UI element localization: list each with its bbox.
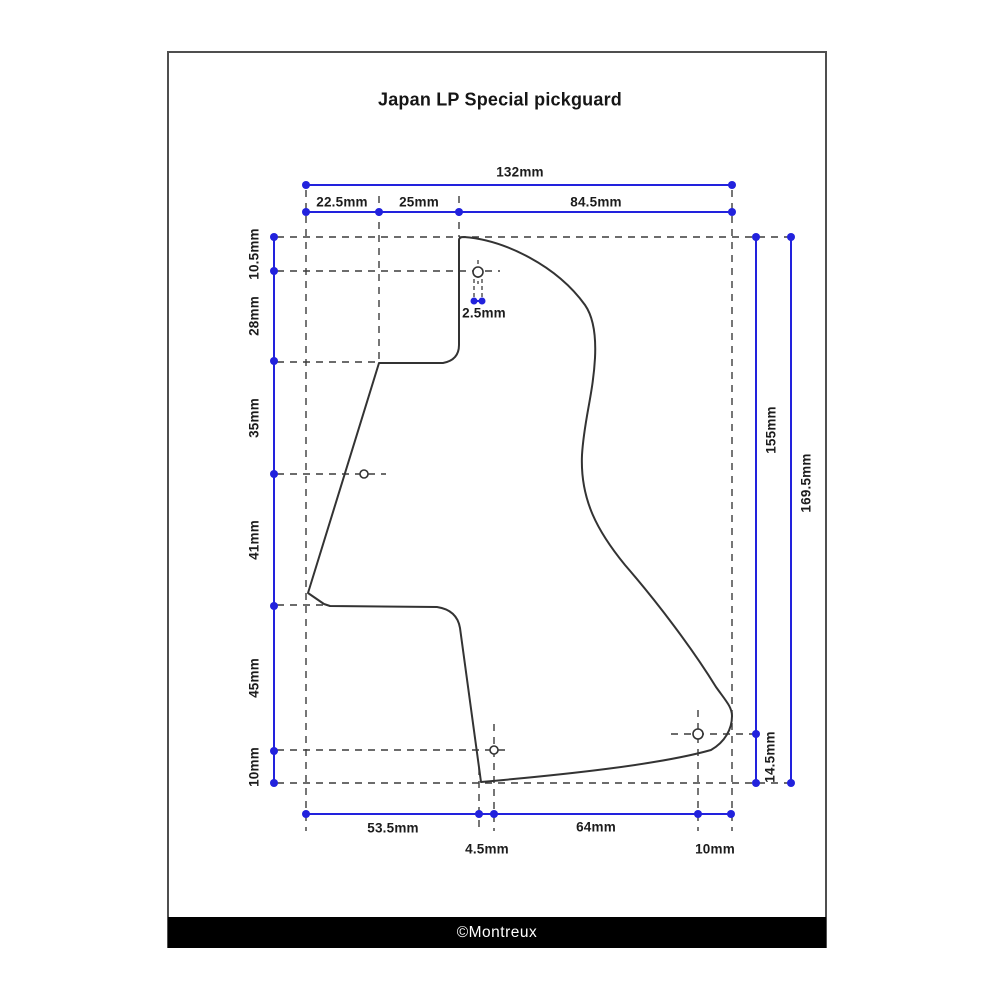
screw-hole-bottom-right [692, 728, 704, 740]
dim-dot [270, 779, 278, 787]
dim-dot [752, 779, 760, 787]
dim-label-left-1: 10.5mm [246, 228, 262, 280]
dim-label-bottom-3: 64mm [576, 819, 616, 835]
dim-dot [270, 602, 278, 610]
dim-label-left-3: 35mm [246, 398, 262, 438]
dim-label-bottom-1: 53.5mm [367, 820, 419, 836]
screw-hole-top [472, 266, 484, 278]
drawing-title: Japan LP Special pickguard [378, 89, 622, 110]
dimension-markers [270, 181, 795, 818]
dim-dot [490, 810, 498, 818]
dim-dot [478, 297, 486, 305]
dim-label-bottom-4: 10mm [695, 841, 735, 857]
screw-hole-left [359, 469, 369, 479]
dim-dot [270, 747, 278, 755]
dimension-lines [273, 184, 792, 815]
dim-dot [455, 208, 463, 216]
dim-dot [752, 233, 760, 241]
dim-dot [475, 810, 483, 818]
dim-label-bottom-2: 4.5mm [465, 841, 509, 857]
brand-label: ©Montreux [456, 923, 538, 941]
dim-dot [302, 181, 310, 189]
footer-bar: ©Montreux [168, 917, 826, 948]
dim-dot [375, 208, 383, 216]
screw-holes [359, 266, 704, 755]
dim-label-left-2: 28mm [246, 296, 262, 336]
page-border [167, 51, 827, 948]
dim-dot [270, 470, 278, 478]
dim-label-left-4: 41mm [246, 520, 262, 560]
dim-dot [727, 810, 735, 818]
dim-label-top-3: 84.5mm [570, 194, 622, 210]
pickguard-outline [307, 236, 733, 783]
dim-label-right-upper: 155mm [763, 406, 779, 454]
dim-dot [694, 810, 702, 818]
dim-dot [470, 297, 478, 305]
dim-dot [728, 181, 736, 189]
dim-label-right-overall: 169.5mm [798, 453, 814, 513]
dim-dot [752, 730, 760, 738]
dim-label-left-6: 10mm [246, 747, 262, 787]
dim-label-left-5: 45mm [246, 658, 262, 698]
dim-label-top-2: 25mm [399, 194, 439, 210]
dim-dot [728, 208, 736, 216]
dim-dot [302, 810, 310, 818]
dim-dot [270, 267, 278, 275]
dim-label-top-1: 22.5mm [316, 194, 368, 210]
dim-label-right-lower: 14.5mm [762, 731, 778, 783]
construction-lines [277, 190, 791, 831]
dim-label-overall-width: 132mm [496, 164, 544, 180]
dim-dot [787, 779, 795, 787]
screw-hole-bottom-left [489, 745, 499, 755]
dim-dot [270, 233, 278, 241]
dim-dot [270, 357, 278, 365]
dim-dot [302, 208, 310, 216]
dim-dot [787, 233, 795, 241]
dim-label-slot-offset: 2.5mm [462, 305, 506, 321]
